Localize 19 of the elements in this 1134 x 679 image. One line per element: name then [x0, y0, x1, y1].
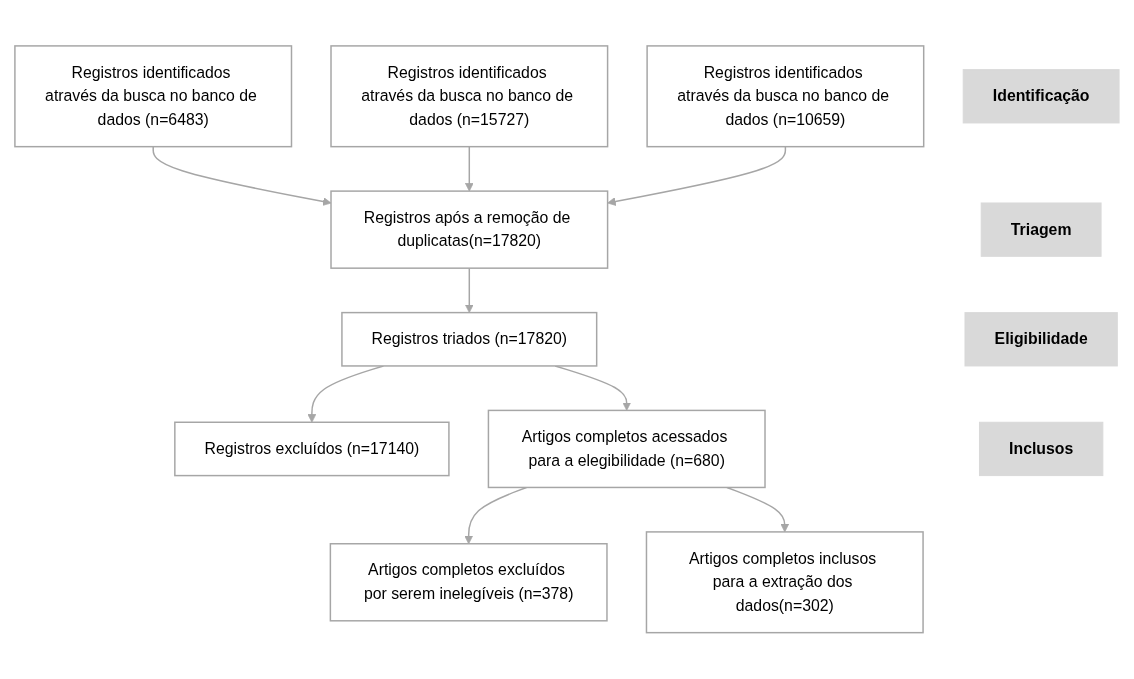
- node-box: Identificação: [962, 69, 1120, 124]
- arrow: [464, 146, 474, 192]
- node-box: Registros identificados através da busca no banco de dados (n=10659): [646, 45, 925, 148]
- node-box: Artigos completos acessados para a elegibilidade (n=680): [487, 409, 766, 489]
- node-box: Artigos completos excluídos por serem inelegíveis (n=378): [329, 543, 608, 622]
- arrow: [464, 486, 528, 545]
- node-box: Triagem: [980, 202, 1102, 257]
- arrow: [726, 486, 790, 533]
- node-box: Registros excluídos (n=17140): [174, 421, 450, 477]
- node-box: Registros após a remoção de duplicatas(n=17820): [330, 190, 609, 270]
- arrow: [464, 267, 474, 314]
- node-box: Artigos completos inclusos para a extração dos dados(n=302): [645, 531, 924, 634]
- node-box: Registros identificados através da busca no banco de dados (n=6483): [14, 45, 293, 148]
- arrow: [152, 146, 332, 207]
- node-box: Registros triados (n=17820): [341, 312, 598, 367]
- node-box: Eligibilidade: [964, 312, 1118, 367]
- node-box: Inclusos: [978, 422, 1104, 477]
- arrow: [607, 146, 787, 207]
- node-box: Registros identificados através da busca no banco de dados (n=15727): [330, 45, 609, 148]
